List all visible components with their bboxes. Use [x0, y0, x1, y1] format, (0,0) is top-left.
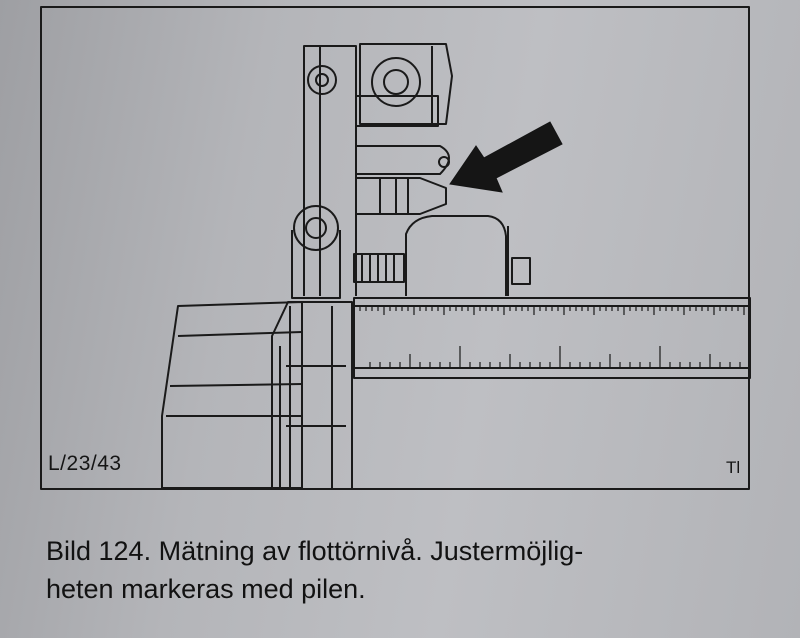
float-arm	[303, 45, 357, 296]
needle-valve	[355, 177, 447, 215]
figure-caption: Bild 124. Mätning av flottörnivå. Juster…	[46, 532, 786, 608]
figure-code: L/23/43	[48, 452, 122, 475]
measuring-ruler	[353, 297, 751, 379]
carburetor-float-level-drawing	[40, 6, 751, 490]
hex-nut	[359, 43, 453, 125]
carburetor-body	[161, 301, 303, 489]
adjustment-arrow	[449, 121, 563, 193]
threaded-screw	[353, 253, 405, 283]
caption-line-2: heten markeras med pilen.	[46, 574, 366, 604]
ruler-scale	[359, 306, 745, 368]
figure-border	[40, 6, 750, 490]
float-lever	[356, 145, 450, 175]
caption-line-1: Bild 124. Mätning av flottörnivå. Juster…	[46, 536, 584, 566]
flange-column	[271, 301, 353, 488]
technical-illustration: L/23/43 Tl	[40, 6, 752, 492]
figure-initials: Tl	[726, 458, 741, 477]
float	[405, 215, 507, 296]
